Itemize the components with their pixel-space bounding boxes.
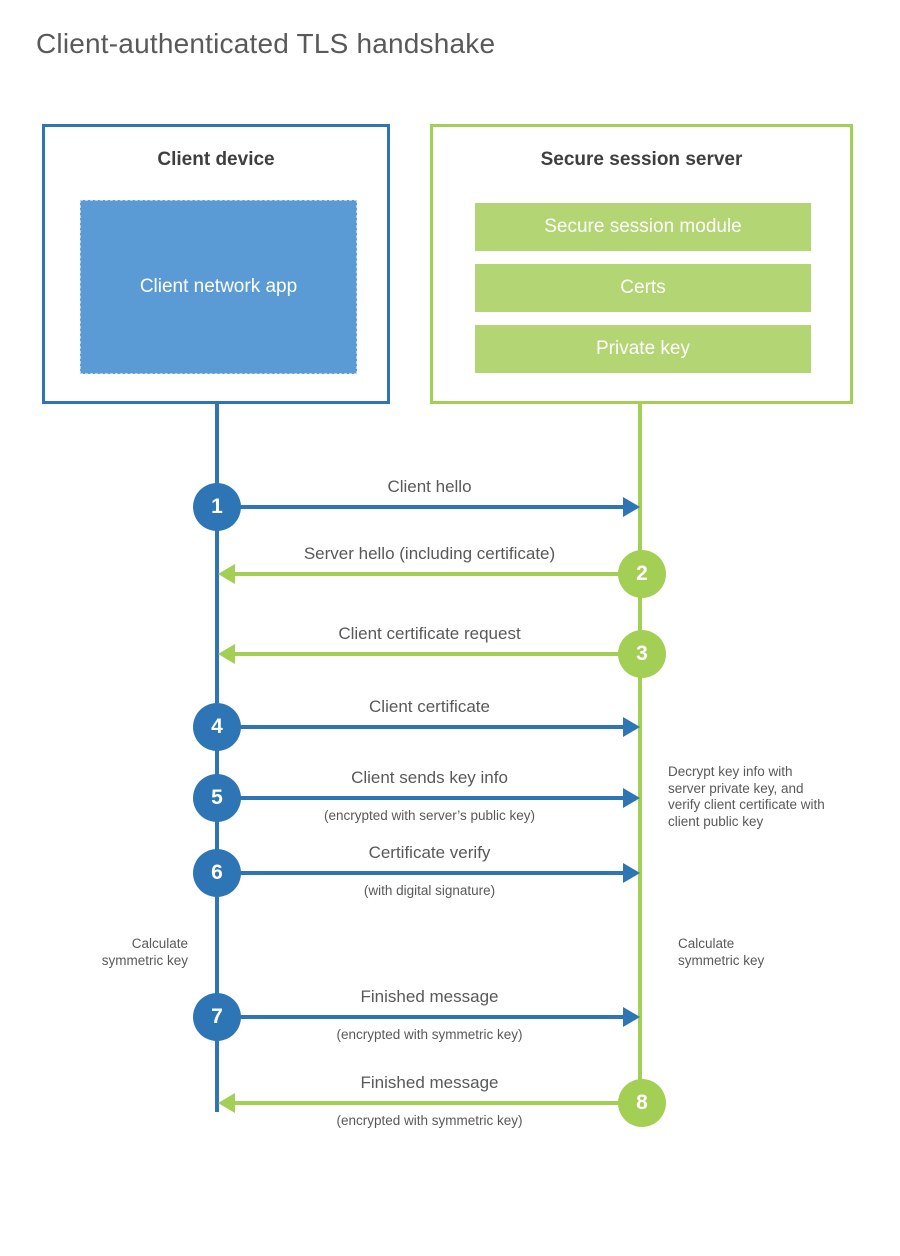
step-4-number-badge: 4 — [193, 703, 241, 751]
secure-session-server-box: Secure session server Secure session mod… — [430, 124, 853, 404]
step-3-arrow-shaft — [235, 652, 638, 656]
step-1-arrow-shaft — [219, 505, 624, 509]
step-3-label: Client certificate request — [338, 624, 521, 643]
step-4-label: Client certificate — [369, 697, 490, 716]
server-calculate-symmetric-key-note: Calculate symmetric key — [678, 936, 765, 968]
step-5-arrow-shaft — [219, 796, 624, 800]
client-device-box: Client device Client network app — [42, 124, 390, 404]
secure-session-server-heading: Secure session server — [540, 149, 743, 170]
step-1-arrowhead-right-icon — [623, 497, 640, 517]
step-6-number-badge: 6 — [193, 849, 241, 897]
step-1-label: Client hello — [387, 477, 472, 496]
server-lifeline — [638, 403, 642, 1104]
step-5-number-badge: 5 — [193, 774, 241, 822]
secure-session-module-bar: Secure session module — [475, 203, 811, 251]
step-8-sublabel: (encrypted with symmetric key) — [336, 1113, 523, 1128]
step-5-sublabel: (encrypted with server’s public key) — [323, 808, 536, 823]
secure-session-module-label: Secure session module — [544, 216, 742, 237]
step-7-sublabel: (encrypted with symmetric key) — [336, 1027, 523, 1042]
client-network-app-label: Client network app — [139, 276, 298, 298]
step-7-arrow-shaft — [219, 1015, 624, 1019]
step-2-label: Server hello (including certificate) — [303, 544, 556, 563]
step-6-sublabel: (with digital signature) — [363, 883, 496, 898]
client-calculate-symmetric-key-note: Calculate symmetric key — [101, 936, 188, 968]
step-8-number-badge: 8 — [618, 1079, 666, 1127]
step-8-arrow-shaft — [235, 1101, 638, 1105]
client-network-app-module: Client network app — [80, 200, 357, 374]
page-title: Client-authenticated TLS handshake — [36, 28, 496, 59]
step-3-number-badge: 3 — [618, 630, 666, 678]
step-2-arrow-shaft — [235, 572, 638, 576]
step-7-label: Finished message — [360, 987, 499, 1006]
step-5-arrowhead-right-icon — [623, 788, 640, 808]
step-8-arrowhead-left-icon — [218, 1093, 235, 1113]
client-device-heading: Client device — [157, 149, 275, 170]
step-2-number-badge: 2 — [618, 550, 666, 598]
client-lifeline — [215, 403, 219, 1112]
certs-bar: Certs — [475, 264, 811, 312]
step-4-arrowhead-right-icon — [623, 717, 640, 737]
step-6-label: Certificate verify — [368, 843, 491, 862]
step-6-arrowhead-right-icon — [623, 863, 640, 883]
step-8-label: Finished message — [360, 1073, 499, 1092]
step-1-number-badge: 1 — [193, 483, 241, 531]
step-5-label: Client sends key info — [351, 768, 508, 787]
step-3-arrowhead-left-icon — [218, 644, 235, 664]
certs-label: Certs — [620, 277, 666, 298]
step-7-number-badge: 7 — [193, 993, 241, 1041]
private-key-label: Private key — [596, 338, 690, 359]
step-4-arrow-shaft — [219, 725, 624, 729]
step-7-arrowhead-right-icon — [623, 1007, 640, 1027]
step-6-arrow-shaft — [219, 871, 624, 875]
server-decrypt-note: Decrypt key info with server private key… — [668, 764, 825, 830]
step-2-arrowhead-left-icon — [218, 564, 235, 584]
private-key-bar: Private key — [475, 325, 811, 373]
